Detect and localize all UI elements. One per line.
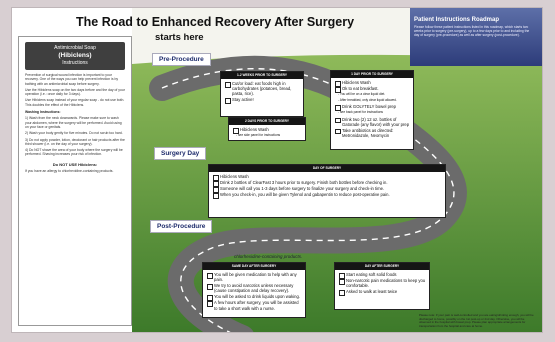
soap-check-1: Use the Hibiclens soap on the two days b… xyxy=(25,87,125,97)
poster: The Road to Enhanced Recovery After Surg… xyxy=(12,8,542,332)
soap-intro: Prevention of surgical wound infection i… xyxy=(25,73,119,86)
day-after-item-3: Asked to walk at least twice xyxy=(338,289,426,296)
poster-subtitle: starts here xyxy=(155,32,204,43)
same-day-item-4: A few hours after surgery, you will be a… xyxy=(206,300,302,311)
day-after-header: DAY AFTER SURGERY xyxy=(335,263,429,270)
surgery-day-item-4: When you check-in, you will be given Tyl… xyxy=(212,192,442,199)
one-day-item-5: Take antibiotics as directed: Metronidaz… xyxy=(334,128,410,138)
soap-name: (Hibiclens) xyxy=(58,52,92,59)
one-day-box: 1 DAY PRIOR TO SURGERY Hibiclens Wash Ok… xyxy=(330,70,414,150)
surgery-day-item-3: Someone will call you 1-3 days before su… xyxy=(212,186,442,193)
surgery-day-box: DAY OF SURGERY Hibiclens Wash Drink 2 bo… xyxy=(208,164,446,218)
poster-title: The Road to Enhanced Recovery After Surg… xyxy=(76,15,355,29)
washing-heading: Washing Instructions: xyxy=(25,110,61,115)
two-weeks-box: 1-2 WEEKS PRIOR TO SURGERY Cut/or load: … xyxy=(220,71,304,117)
two-weeks-header: 1-2 WEEKS PRIOR TO SURGERY xyxy=(221,72,303,79)
discharge-note: Please note: If your pain is well-contro… xyxy=(419,313,534,328)
day-after-item-2: Non-narcotic pain medications to keep yo… xyxy=(338,278,426,288)
surgery-day-label: Surgery Day xyxy=(154,147,207,160)
one-day-sub-2: - After breakfast, only clear liquid all… xyxy=(338,98,397,103)
soap-text: Prevention of surgical wound infection i… xyxy=(19,73,131,157)
roadmap-title: Patient Instructions Roadmap xyxy=(414,17,500,23)
washing-step-3: 3) Do not apply powder, lotion, deodoran… xyxy=(25,137,125,146)
road-center-line xyxy=(161,68,455,332)
two-weeks-item-2: Stay active! xyxy=(224,97,300,104)
same-day-item-2: We try to avoid narcotics unless necessa… xyxy=(206,283,302,293)
same-day-header: SAME DAY AFTER SURGERY xyxy=(203,263,305,270)
surgery-day-item-1: Hibiclens Wash xyxy=(212,174,442,181)
chlorhexidine-note: chlorhexidine-containing products. xyxy=(234,254,303,259)
one-day-item-4: Drink two (2) 12 oz. bottles of Gatorade… xyxy=(334,117,410,127)
two-days-sub-1: - see side panel for instructions xyxy=(236,133,281,138)
one-day-sub-3: - see back panel for instructions xyxy=(338,110,384,115)
soap-instructions-panel: Antimicrobial Soap (Hibiclens) Instructi… xyxy=(18,36,132,326)
one-day-sub-1: - You will be on a clear liquid diet. xyxy=(338,92,386,97)
surgery-day-header: DAY OF SURGERY xyxy=(209,165,445,172)
soap-heading: Antimicrobial Soap xyxy=(54,45,96,51)
day-after-box: DAY AFTER SURGERY Start eating soft soli… xyxy=(334,262,430,310)
washing-step-2: 2) Wash your body gently for five minute… xyxy=(25,131,123,136)
soap-check-2: Use Hibiclens soap instead of your regul… xyxy=(25,98,125,107)
two-days-box: 2 DAYS PRIOR TO SURGERY Hibiclens Wash -… xyxy=(228,117,306,141)
washing-step-1: 1) Wash from the neck downwards. Please … xyxy=(25,116,122,129)
post-procedure-label: Post-Procedure xyxy=(150,220,213,233)
one-day-header: 1 DAY PRIOR TO SURGERY xyxy=(331,71,413,78)
roadmap-info: Patient Instructions Roadmap Please foll… xyxy=(414,17,534,38)
surgery-day-item-2: Drink 2 bottles of ClearFast 3 hours pri… xyxy=(212,180,442,187)
do-not-use-heading: Do NOT USE Hibiclens: xyxy=(52,161,98,167)
two-weeks-item-1: Cut/or load: eat foods high in carbohydr… xyxy=(224,81,300,96)
one-day-item-1: Hibiclens Wash xyxy=(334,80,410,87)
same-day-box: SAME DAY AFTER SURGERY You will be given… xyxy=(202,262,306,318)
two-days-item-1: Hibiclens Wash xyxy=(232,127,302,134)
one-day-item-2: Ok to eat breakfast. xyxy=(334,86,410,93)
same-day-item-3: You will be asked to drink liquids upon … xyxy=(206,294,302,301)
day-after-item-1: Start eating soft solid foods xyxy=(338,272,426,279)
roadmap-panel xyxy=(410,8,542,66)
one-day-item-3: Drink GOLYTELY bowel prep xyxy=(334,104,410,111)
soap-header: Antimicrobial Soap (Hibiclens) Instructi… xyxy=(25,42,125,70)
washing-step-4: 4) Do NOT shave the area of your body wh… xyxy=(25,148,123,157)
allergy-text: If you have an allergy to chlorhexidine-… xyxy=(25,168,114,173)
roadmap-text: Please follow these patient instructions… xyxy=(414,25,530,38)
soap-subheading: Instructions xyxy=(62,60,88,66)
two-days-header: 2 DAYS PRIOR TO SURGERY xyxy=(229,118,305,125)
pre-procedure-label: Pre-Procedure xyxy=(152,53,211,66)
allergy-note: If you have an allergy to chlorhexidine-… xyxy=(19,169,131,173)
same-day-item-1: You will be given medication to help wit… xyxy=(206,272,302,282)
